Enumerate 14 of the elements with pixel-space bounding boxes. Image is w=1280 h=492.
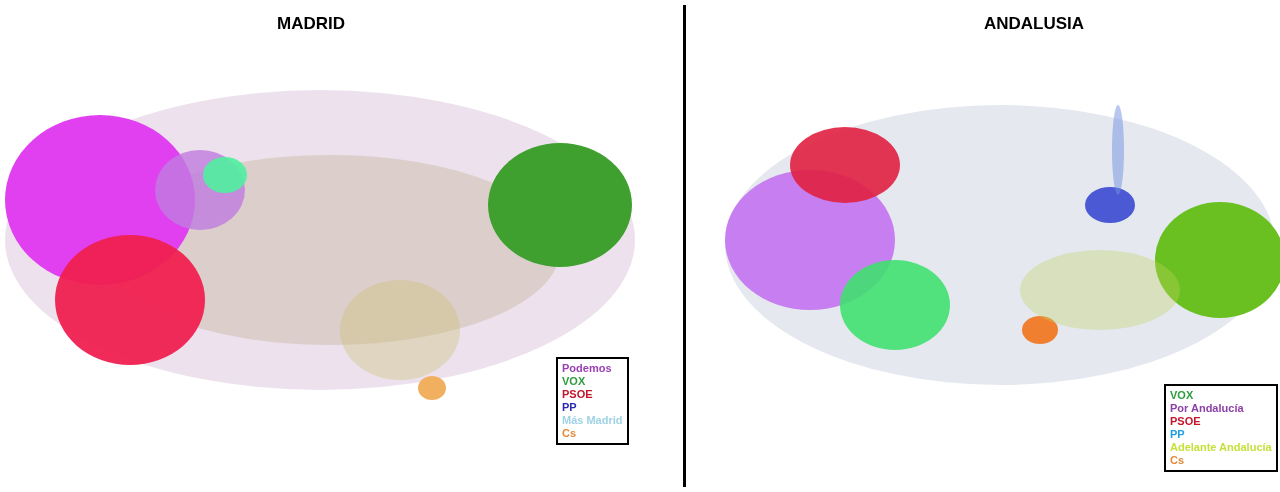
legend-entry: PSOE [562,388,594,401]
legend-entry: Podemos [562,362,613,375]
legend-entry: Cs [1170,454,1186,467]
legend-entry: VOX [1170,389,1195,402]
legend-entry: Adelante Andalucía [1170,441,1272,454]
legend-entry: PSOE [1170,415,1202,428]
panel-title: ANDALUSIA [983,14,1085,34]
panel-title: MADRID [277,14,345,34]
legend-entry: VOX [562,375,587,388]
legend-entry: Cs [562,427,578,440]
legend-entry: Por Andalucía [1170,402,1245,415]
legend-entry: PP [562,401,578,414]
legend-entry: PP [1170,428,1186,441]
legend-entry: Más Madrid [562,414,623,427]
